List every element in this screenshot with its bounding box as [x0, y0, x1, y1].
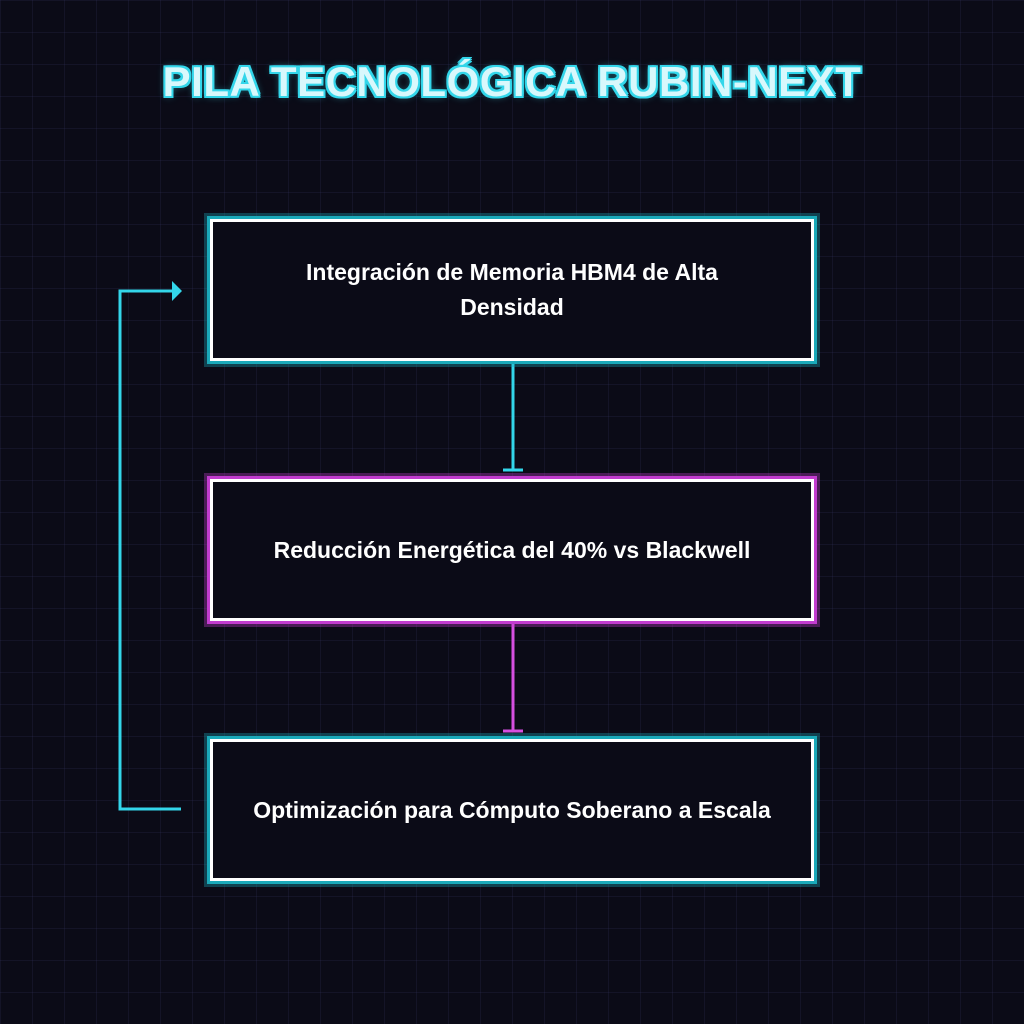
node-hbm4-memory: Integración de Memoria HBM4 de Alta Dens… [210, 219, 814, 361]
diagram-title-text: PILA TECNOLÓGICA RUBIN-NEXT [162, 58, 862, 105]
node-sovereign-compute-label: Optimización para Cómputo Soberano a Esc… [253, 796, 771, 823]
node-energy-reduction: Reducción Energética del 40% vs Blackwel… [210, 479, 814, 621]
node-hbm4-memory-label: Integración de Memoria HBM4 de Alta Dens… [306, 259, 718, 320]
node-sovereign-compute: Optimización para Cómputo Soberano a Esc… [210, 739, 814, 881]
diagram-title: PILA TECNOLÓGICA RUBIN-NEXT [0, 58, 1024, 106]
edge-n3-n1-loop [118, 289, 181, 811]
node-energy-reduction-label: Reducción Energética del 40% vs Blackwel… [273, 536, 751, 563]
edge-n3-n1-arrowhead [172, 281, 182, 301]
